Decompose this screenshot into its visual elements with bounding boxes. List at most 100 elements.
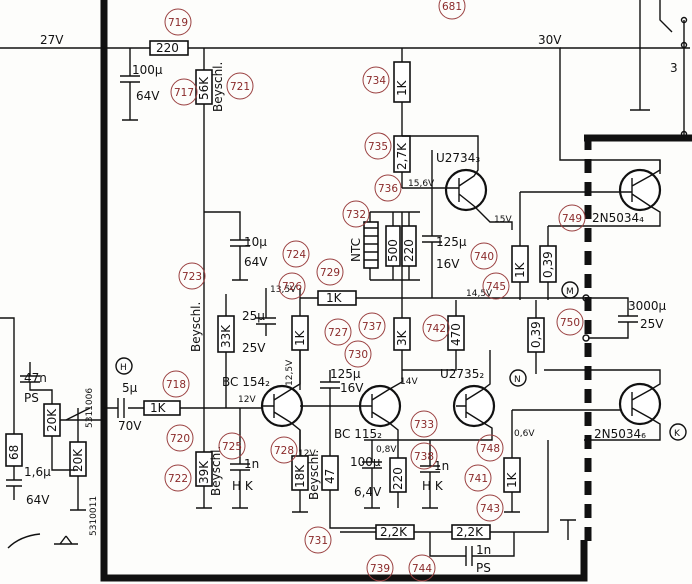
label-u2735: U2735₂ — [440, 367, 484, 381]
board-outline — [100, 0, 588, 582]
label-125u-b: 125µ — [330, 367, 361, 381]
label-039-a: 0,39 — [541, 251, 555, 278]
label-3k: 3K — [395, 329, 409, 346]
ref-circle-r733 — [410, 410, 438, 438]
ref-label-r748: 748 — [480, 443, 500, 455]
ref-label-r720: 720 — [170, 433, 190, 445]
ref-circle-r721 — [226, 72, 254, 100]
label-25v: 25V — [242, 341, 266, 355]
ref-circle-r732 — [342, 200, 370, 228]
label-15-6v: 15,6V — [408, 179, 435, 189]
resistor-18k — [291, 455, 309, 491]
label-2k2-a: 2,2K — [380, 525, 408, 539]
ref-label-r727: 727 — [328, 327, 348, 339]
ref-label-r728: 728 — [274, 445, 294, 457]
ref-circle-r726 — [278, 272, 306, 300]
resistor-3k — [393, 317, 411, 351]
label-16v-a: 16V — [436, 257, 460, 271]
label-10u: 10µ — [244, 235, 267, 249]
marker-M-label: M — [566, 287, 574, 297]
label-25u: 25µ — [242, 309, 265, 323]
ref-label-r743: 743 — [480, 503, 500, 515]
terminal-dot — [680, 16, 688, 24]
ref-label-r733: 733 — [414, 419, 434, 431]
transistor-2n5034-top — [618, 168, 662, 212]
label-14-5v: 14,5V — [466, 289, 493, 299]
ref-label-r739: 739 — [370, 563, 390, 575]
label-ntc: NTC — [349, 238, 363, 262]
ref-circle-r718 — [162, 370, 190, 398]
ref-label-r744: 744 — [412, 563, 432, 575]
resistor-39k — [195, 451, 213, 487]
resistor-2k2-a — [375, 524, 415, 540]
ref-circle-r730 — [344, 340, 372, 368]
resistor-47 — [321, 455, 339, 491]
ref-circle-r723 — [178, 262, 206, 290]
ref-circle-r720 — [166, 424, 194, 452]
ref-label-r717: 717 — [174, 87, 194, 99]
ref-label-r731: 731 — [308, 535, 328, 547]
ref-circle-r681 — [438, 0, 466, 20]
label-1k-mid: 1K — [293, 329, 307, 346]
label-beyschl-1: Beyschl. — [211, 62, 225, 112]
ref-circle-r742 — [422, 314, 450, 342]
ref-circle-r744 — [408, 554, 436, 582]
label-5310011: 5310011 — [89, 496, 99, 536]
label-39k: 39K — [197, 460, 211, 484]
label-12-5v: 12,5V — [285, 359, 295, 386]
ref-label-r749: 749 — [562, 213, 582, 225]
ref-label-r738: 738 — [414, 451, 434, 463]
label-1k-input: 1K — [150, 401, 167, 415]
label-12v: 12V — [238, 395, 256, 405]
ref-circle-r729 — [316, 258, 344, 286]
label-100u-b: 100µ — [350, 455, 381, 469]
ref-circle-r741 — [464, 464, 492, 492]
label-1n-b: 1n — [434, 459, 449, 473]
label-220-mid: 220 — [402, 239, 416, 262]
label-ps-2: PS — [476, 561, 491, 575]
label-u2734: U2734₃ — [436, 151, 480, 165]
label-2k2-b: 2,2K — [456, 525, 484, 539]
label-1n-a: 1n — [244, 457, 259, 471]
resistor-1k-input — [143, 400, 181, 416]
label-16v-b: 16V — [340, 381, 364, 395]
label-47: 47 — [323, 469, 337, 484]
resistor-220-low — [389, 457, 407, 493]
label-12v-b: 12V — [298, 449, 316, 459]
label-470: 470 — [449, 323, 463, 346]
resistor-220-top — [149, 40, 189, 56]
label-3000u: 3000µ — [628, 299, 667, 313]
ref-circle-r735 — [364, 132, 392, 160]
ref-label-r734: 734 — [366, 75, 386, 87]
label-0-8v: 0,8V — [376, 445, 397, 455]
ref-label-r721: 721 — [230, 81, 250, 93]
label-ps-1: PS — [24, 391, 39, 405]
label-1k-734: 1K — [395, 79, 409, 96]
marker-K-label: K — [674, 429, 681, 439]
label-1-6u: 1,6µ — [24, 465, 51, 479]
label-1k-729: 1K — [326, 291, 343, 305]
label-125u-a: 125µ — [436, 235, 467, 249]
label-5u: 5µ — [122, 381, 138, 395]
ref-label-r719: 719 — [168, 17, 188, 29]
ref-circle-r722 — [164, 464, 192, 492]
label-500: 500 — [386, 239, 400, 262]
label-20k-a: 20K — [45, 408, 59, 432]
ref-circle-r724 — [282, 240, 310, 268]
ref-circle-r725 — [218, 432, 246, 460]
resistor-1k-low — [503, 457, 521, 493]
ref-label-r735: 735 — [368, 141, 388, 153]
label-3: 3 — [670, 61, 678, 75]
ref-label-r723: 723 — [182, 271, 202, 283]
label-220-low: 220 — [391, 467, 405, 490]
label-100u: 100µ — [132, 63, 163, 77]
ref-label-r718: 718 — [166, 379, 186, 391]
resistor-039-b — [527, 317, 545, 353]
ref-circle-r719 — [164, 8, 192, 36]
ref-label-r745: 745 — [486, 281, 506, 293]
label-15v: 15V — [494, 215, 512, 225]
ref-label-r750: 750 — [560, 317, 580, 329]
